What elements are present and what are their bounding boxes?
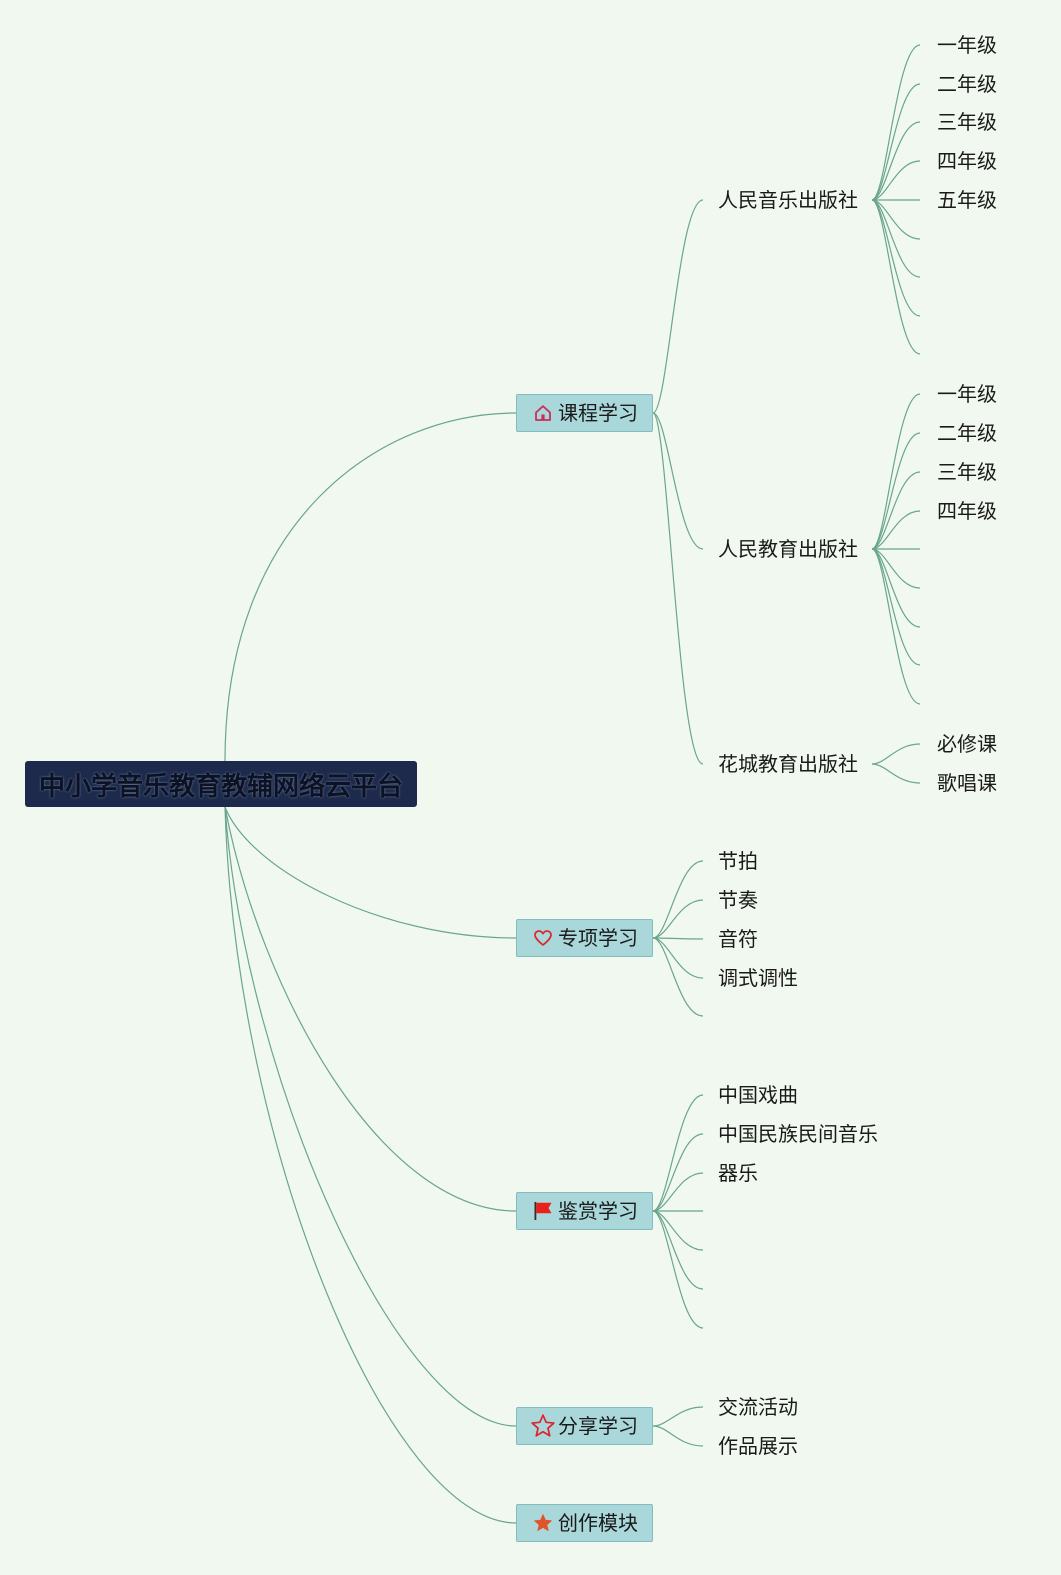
leaf-topic: 节奏 [718,888,758,912]
connector [652,860,704,939]
connector-root-to-appreciation [224,806,517,1212]
leaf-topic: 三年级 [937,110,997,134]
leaf-topic: 三年级 [937,460,997,484]
flag-icon [533,1201,553,1221]
connector [652,937,704,1017]
connector [871,393,921,550]
branch-label: 课程学习 [558,401,638,425]
connector [871,199,921,355]
connector [652,937,704,979]
connector [652,1210,704,1251]
subtopic-renmin-music-press: 人民音乐出版社 [718,188,858,212]
star-outline-icon [530,1413,556,1439]
connector [652,1406,704,1427]
leaf-topic: 音符 [718,927,758,951]
leaf-topic: 中国戏曲 [718,1083,798,1107]
branch-share-study: 分享学习 [516,1407,653,1445]
leaf-topic: 调式调性 [718,966,798,990]
connector [652,1133,704,1212]
connector [871,199,921,278]
connector [871,432,921,550]
leaf-topic: 节拍 [718,849,758,873]
connector [652,1425,704,1447]
connector-root-to-special [224,806,517,939]
connector [652,412,704,550]
connector [652,412,704,765]
leaf-topic: 五年级 [937,188,997,212]
connector [871,160,921,201]
connector [652,1172,704,1212]
connector [871,763,921,784]
leaf-topic: 中国民族民间音乐 [718,1122,878,1146]
leaf-topic: 二年级 [937,72,997,96]
leaf-topic: 交流活动 [718,1395,798,1419]
connector [871,44,921,201]
branch-special-study: 专项学习 [516,919,653,957]
star-filled-icon [533,1513,553,1533]
leaf-topic: 必修课 [937,732,997,756]
connector [652,1210,704,1290]
heart-icon [533,928,553,948]
connector [871,83,921,201]
subtopic-huacheng-education-press: 花城教育出版社 [718,752,858,776]
connector [652,199,704,414]
connector [652,1094,704,1212]
leaf-topic: 器乐 [718,1161,758,1185]
connector-root-to-share [224,806,517,1427]
connector-root-to-course [224,412,517,762]
connector [871,510,921,550]
connector [871,199,921,317]
connector [871,548,921,628]
connector-root-to-creation [224,806,517,1524]
leaf-topic: 一年级 [937,382,997,406]
connector [652,899,704,939]
branch-course-study: 课程学习 [516,394,653,432]
branch-creation-module: 创作模块 [516,1504,653,1542]
branch-label: 鉴赏学习 [558,1199,638,1223]
root-topic-label: 中小学音乐教育教辅网络云平台 [38,771,403,802]
leaf-topic: 歌唱课 [937,771,997,795]
leaf-topic: 二年级 [937,421,997,445]
branch-label: 专项学习 [558,926,638,950]
branch-appreciation-study: 鉴赏学习 [516,1192,653,1230]
house-icon [533,403,553,423]
subtopic-renmin-education-press: 人民教育出版社 [718,537,858,561]
root-topic: 中小学音乐教育教辅网络云平台 [25,761,417,807]
connector [652,937,704,940]
leaf-topic: 四年级 [937,499,997,523]
connector [871,471,921,550]
connector [871,548,921,589]
connector [871,743,921,765]
leaf-topic: 四年级 [937,149,997,173]
connector [871,121,921,201]
leaf-topic: 一年级 [937,33,997,57]
leaf-topic: 作品展示 [718,1434,798,1458]
branch-label: 分享学习 [558,1414,638,1438]
connector [871,548,921,705]
branch-label: 创作模块 [558,1511,638,1535]
connector [652,1210,704,1329]
